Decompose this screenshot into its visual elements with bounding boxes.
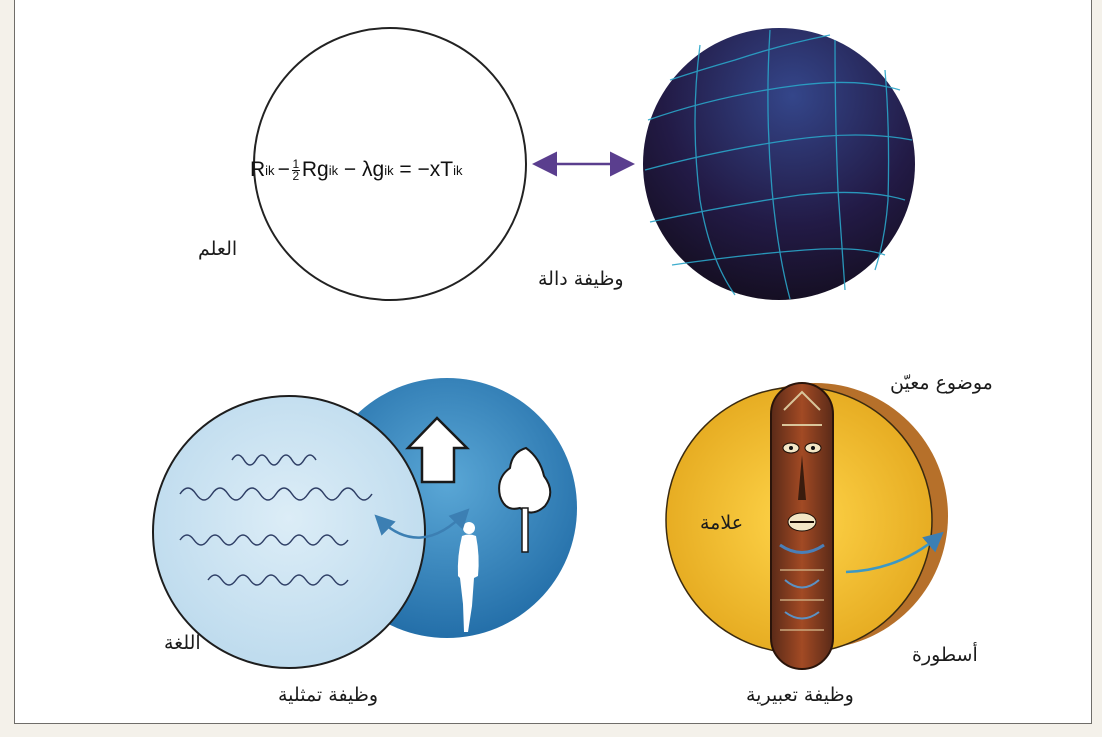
mask-icon [771,383,833,669]
language-circle [153,396,425,668]
language-label: اللغة [164,632,201,654]
science-label: العلم [198,238,237,260]
representational-function-label: وظيفة تمثلية [278,684,378,706]
object-label: موضوع معيّن [890,372,993,394]
sign-label: علامة [700,512,743,534]
expressive-function-label: وظيفة تعبيرية [746,684,854,706]
indicative-function-label: وظيفة دالة [538,268,624,290]
globe-icon [643,28,915,300]
myth-label: أسطورة [912,644,978,666]
